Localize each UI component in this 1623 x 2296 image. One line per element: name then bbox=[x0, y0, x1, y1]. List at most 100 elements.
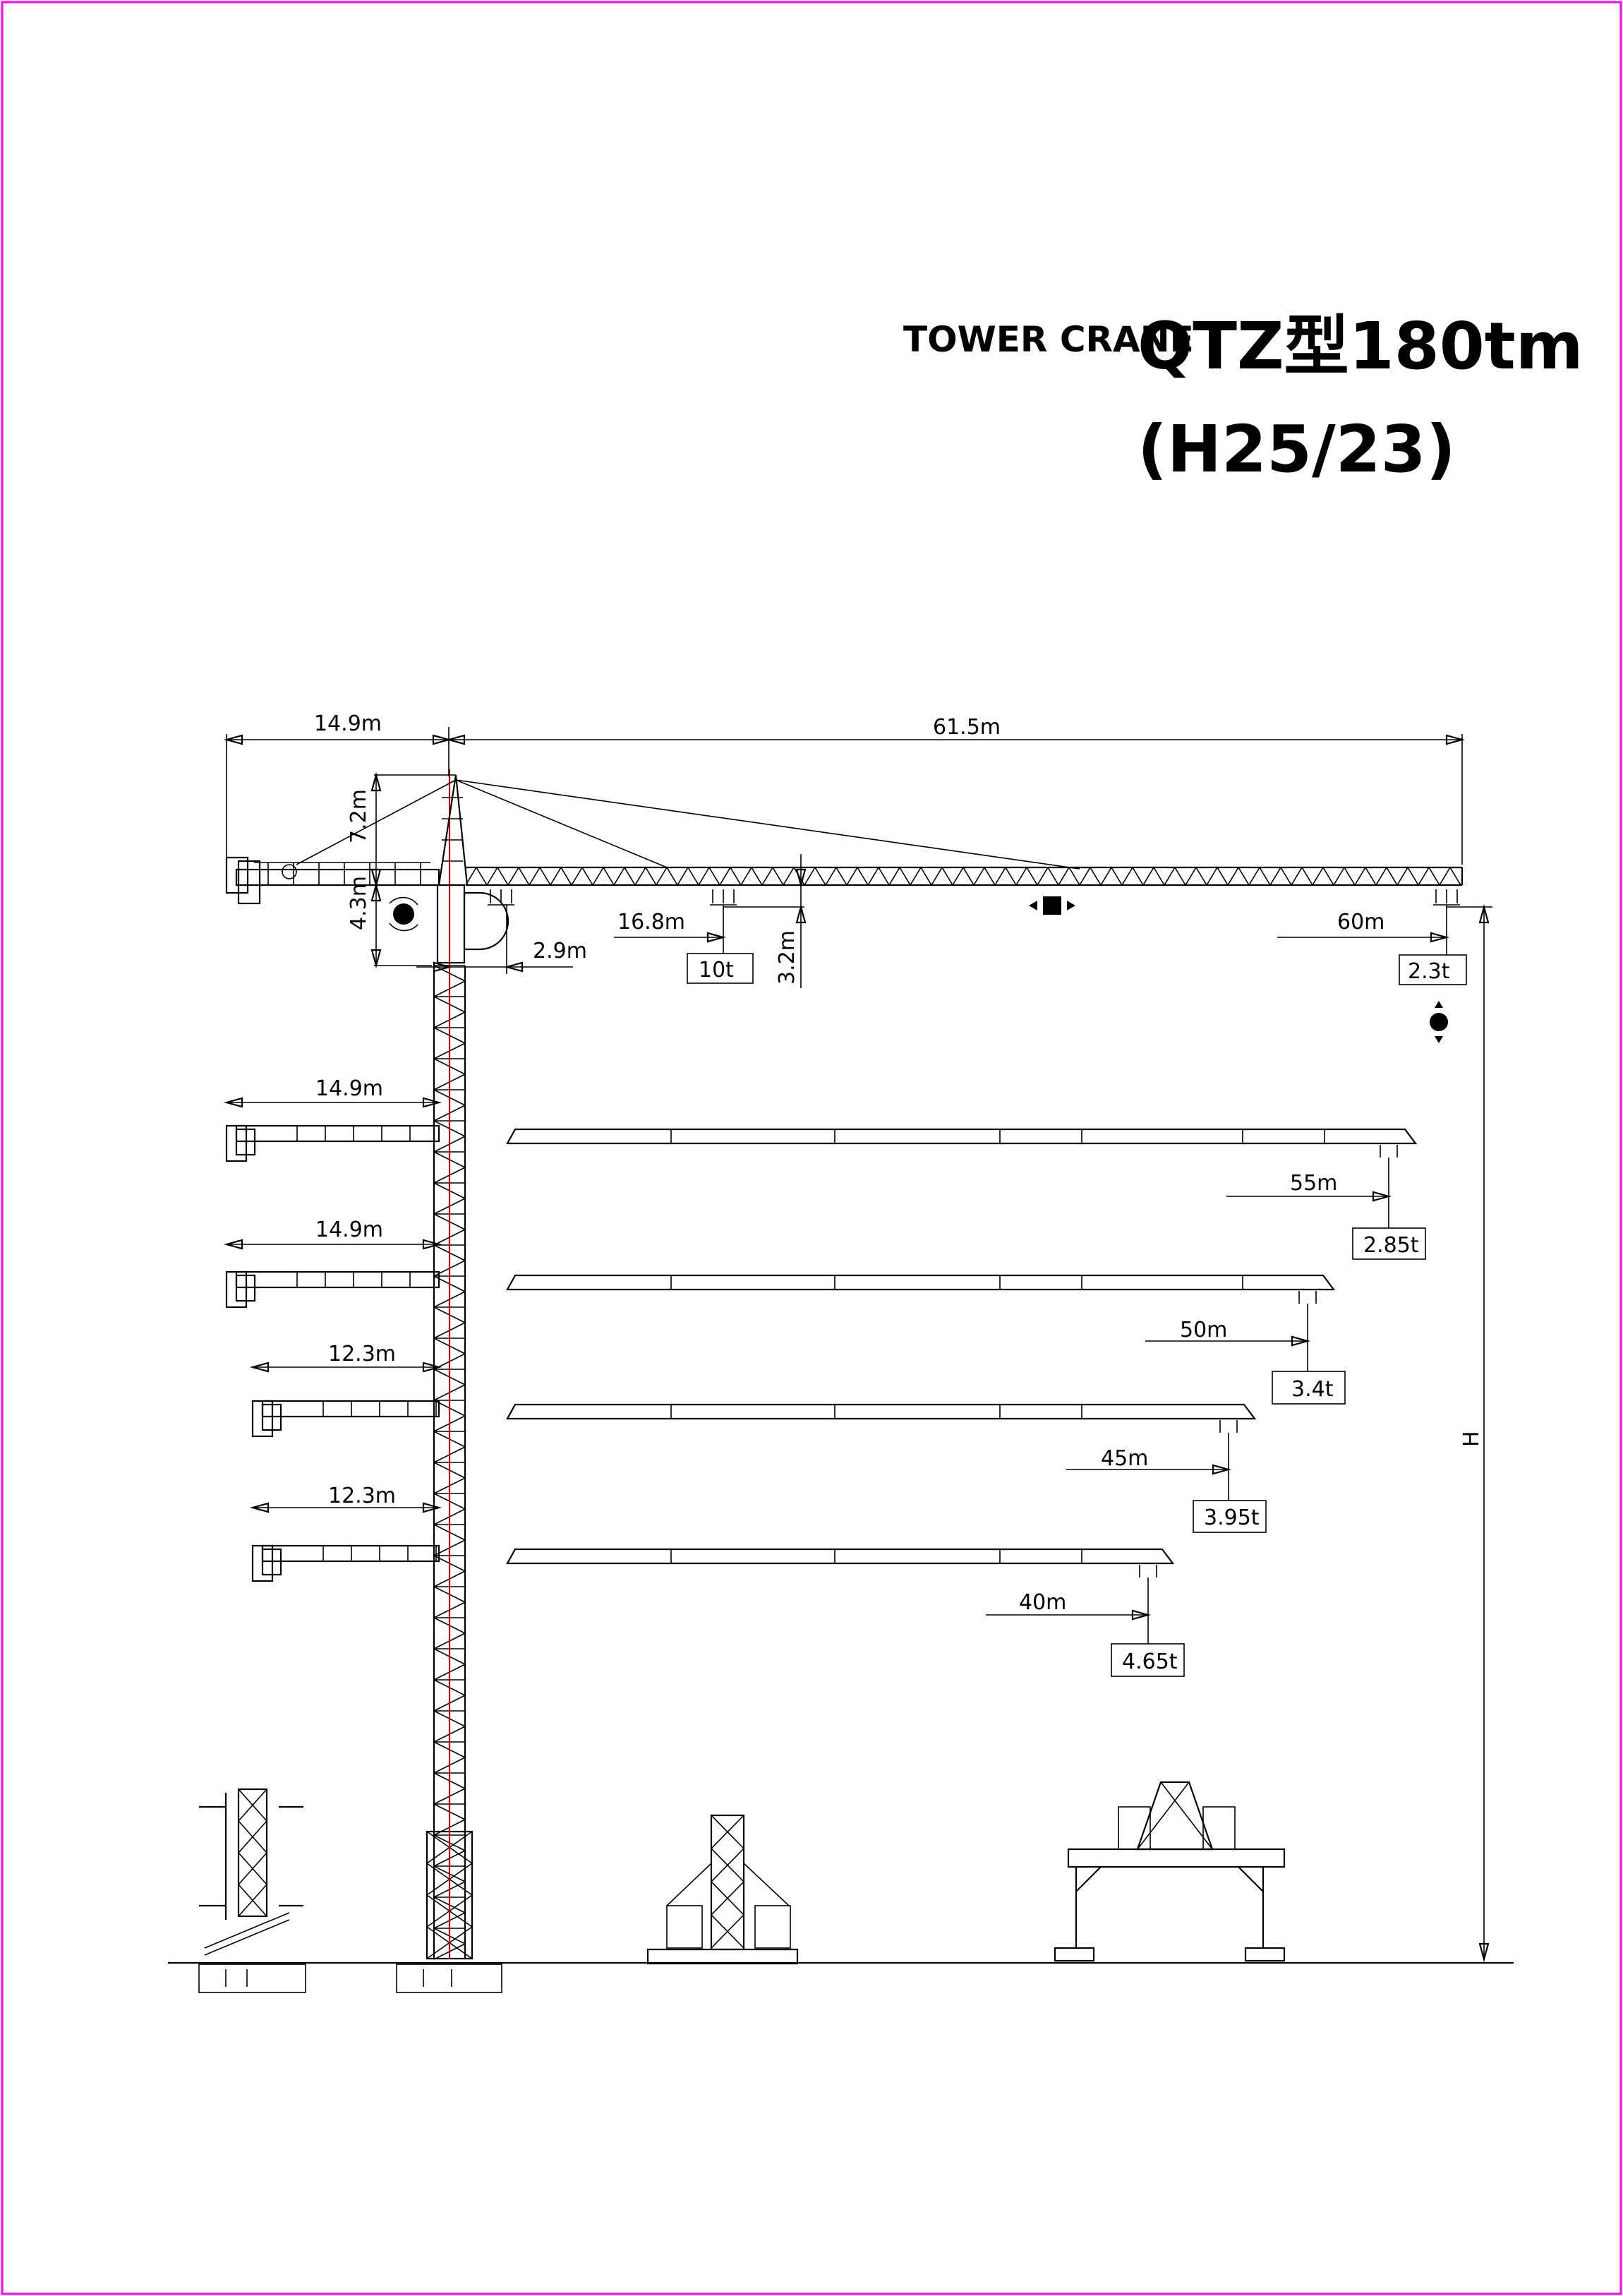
arrowhead bbox=[249, 1362, 270, 1373]
crane-structure bbox=[168, 727, 1514, 1993]
brace bbox=[711, 1914, 744, 1949]
jib-lattice bbox=[1333, 867, 1345, 886]
ballast bbox=[1202, 1806, 1236, 1850]
hook-drop-label: 3.2m bbox=[775, 930, 800, 985]
jib-lattice bbox=[624, 867, 636, 886]
trolley bbox=[1433, 889, 1460, 906]
jib-lattice bbox=[1344, 867, 1356, 886]
jib-lattice bbox=[1132, 867, 1144, 886]
jib-lattice bbox=[486, 867, 498, 886]
ballast bbox=[754, 1905, 791, 1949]
config-2-counter-jib-label: 14.9m bbox=[315, 1218, 383, 1242]
jib-lattice bbox=[1418, 867, 1430, 886]
jib-lattice bbox=[1090, 867, 1102, 886]
arrowhead bbox=[1478, 1942, 1490, 1963]
jib-lattice bbox=[994, 867, 1006, 886]
jib-lattice bbox=[931, 867, 943, 886]
jib-lattice bbox=[1238, 867, 1250, 886]
climbing-ramp bbox=[204, 1912, 290, 1949]
config-4-counter-jib bbox=[261, 1544, 440, 1563]
gantry-mast bbox=[1136, 1781, 1214, 1851]
arrowhead bbox=[422, 1239, 442, 1250]
jib-lattice bbox=[825, 867, 837, 886]
brace bbox=[711, 1815, 744, 1849]
config-4-counter-jib-label: 12.3m bbox=[328, 1484, 396, 1508]
jib-lattice bbox=[835, 867, 847, 886]
arrowhead bbox=[370, 771, 382, 792]
config-4-jib bbox=[506, 1548, 1175, 1565]
tip-load-box bbox=[1399, 954, 1467, 985]
jib-lattice bbox=[878, 867, 890, 886]
jib-lattice bbox=[1407, 867, 1419, 886]
jib-lattice bbox=[910, 867, 922, 886]
jib-lattice bbox=[1047, 867, 1059, 886]
brace bbox=[1137, 1781, 1190, 1850]
jib-lattice bbox=[613, 867, 625, 886]
cathead bbox=[438, 774, 469, 886]
jib-lattice bbox=[677, 867, 689, 886]
arrowhead bbox=[503, 961, 524, 973]
counterweight bbox=[225, 1270, 248, 1309]
arrowhead bbox=[795, 868, 807, 889]
jib-lattice bbox=[740, 867, 752, 886]
jib-lattice bbox=[857, 867, 869, 886]
jib-lattice bbox=[719, 867, 731, 886]
config-2-load-box bbox=[1272, 1371, 1346, 1405]
jib-lattice bbox=[1026, 867, 1038, 886]
arrowhead bbox=[223, 1097, 243, 1108]
jib-lattice bbox=[973, 867, 985, 886]
counter-jib-length-label: 14.9m bbox=[314, 711, 382, 736]
jib-lattice bbox=[1015, 867, 1027, 886]
jib-lattice bbox=[698, 867, 710, 886]
jib-lattice bbox=[1037, 867, 1049, 886]
counterweight bbox=[251, 1400, 274, 1438]
jib-lattice bbox=[1164, 867, 1176, 886]
jib-lattice bbox=[1449, 867, 1461, 886]
slewing-icon bbox=[389, 896, 418, 932]
jib-lattice bbox=[560, 867, 572, 886]
jib-lattice bbox=[518, 867, 530, 886]
arrowhead bbox=[432, 734, 452, 745]
arrowhead bbox=[422, 1502, 442, 1513]
climbing-ramp bbox=[204, 1919, 290, 1956]
ballast bbox=[666, 1905, 703, 1949]
jib-lattice bbox=[645, 867, 657, 886]
jib-lattice bbox=[1386, 867, 1398, 886]
jib-lattice bbox=[465, 867, 477, 886]
travel-base-mast bbox=[710, 1814, 745, 1951]
max-load-box bbox=[687, 953, 754, 984]
bogie bbox=[1244, 1947, 1286, 1962]
jib-lattice bbox=[476, 867, 488, 886]
jib-lattice bbox=[963, 867, 975, 886]
jib-lattice bbox=[507, 867, 519, 886]
jib-lattice bbox=[1111, 867, 1123, 886]
config-3-radius-label: 45m bbox=[1101, 1446, 1148, 1471]
gantry-beam bbox=[1067, 1848, 1286, 1868]
jib-lattice bbox=[687, 867, 699, 886]
config-1-load-label: 2.85t bbox=[1363, 1233, 1419, 1258]
jib-lattice bbox=[666, 867, 678, 886]
hoist-icon bbox=[1430, 1001, 1448, 1043]
jib-lattice bbox=[1174, 867, 1186, 886]
gantry-legs bbox=[1075, 1866, 1265, 1948]
arrowhead bbox=[370, 868, 382, 889]
jib-lattice bbox=[984, 867, 996, 886]
arrowhead bbox=[249, 1502, 270, 1513]
bogie bbox=[1054, 1947, 1095, 1962]
trolley bbox=[1139, 1565, 1157, 1577]
jib-lattice bbox=[529, 867, 541, 886]
jib-lattice bbox=[708, 867, 720, 886]
arrowhead bbox=[223, 734, 243, 745]
tip-load-label: 2.3t bbox=[1408, 959, 1450, 984]
counterweight bbox=[225, 856, 249, 894]
counterweight bbox=[235, 1128, 256, 1156]
title-variant: (H25/23) bbox=[1138, 411, 1456, 487]
climbing-frame bbox=[279, 1805, 303, 1907]
brace bbox=[238, 1820, 267, 1853]
jib-lattice bbox=[846, 867, 858, 886]
counter-jib bbox=[235, 868, 440, 886]
jib-tie bbox=[455, 779, 668, 868]
config-2-load-label: 3.4t bbox=[1291, 1377, 1334, 1402]
jib-lattice bbox=[1365, 867, 1377, 886]
slewing-height-label: 4.3m bbox=[346, 876, 371, 930]
